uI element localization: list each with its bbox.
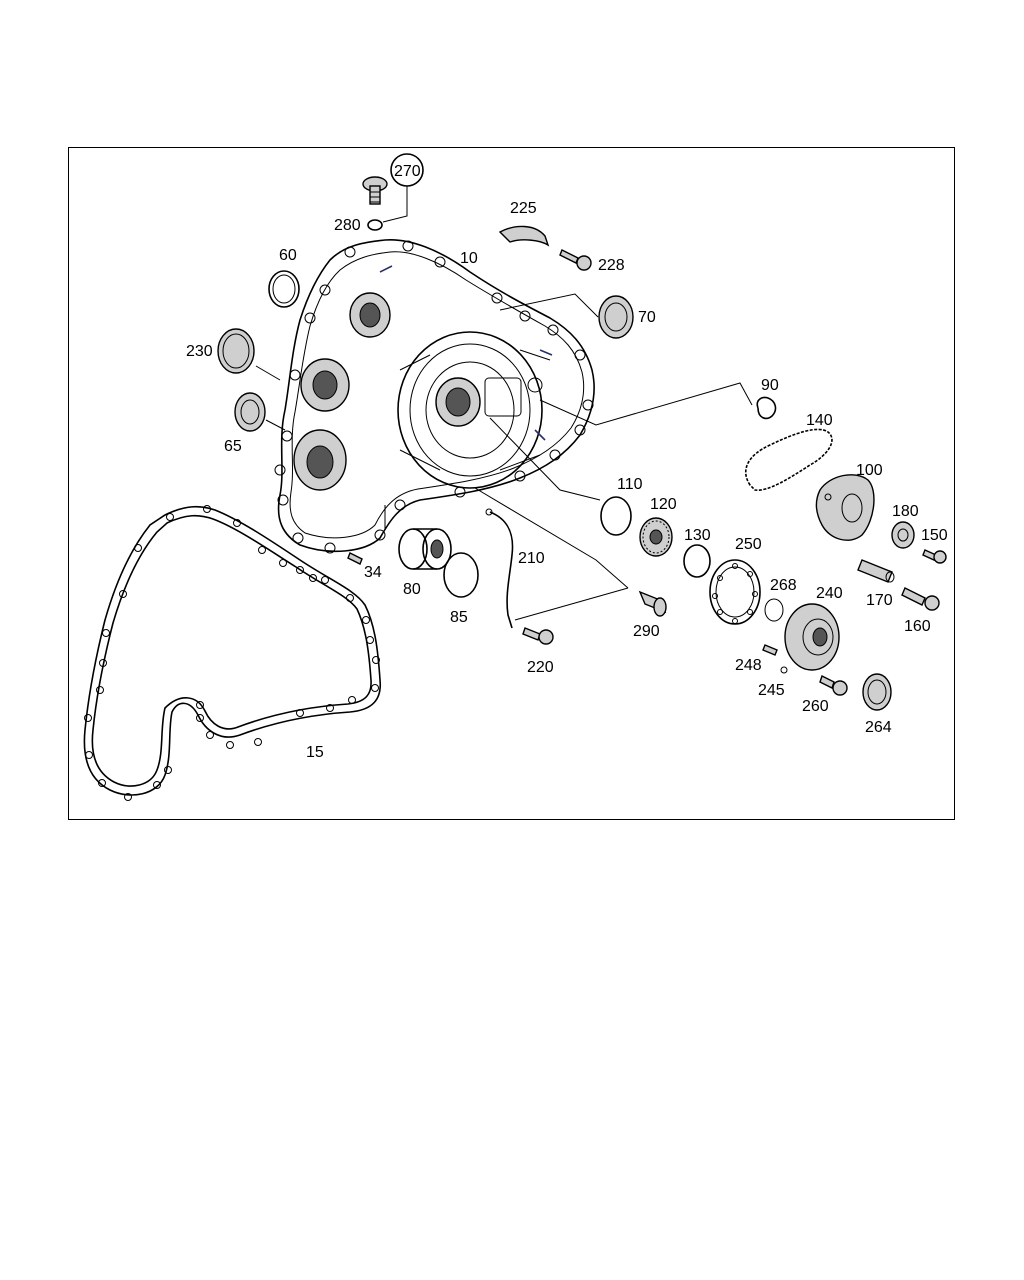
bolt-part-160[interactable] bbox=[901, 587, 940, 611]
seal-part-65[interactable] bbox=[234, 392, 266, 432]
label-180: 180 bbox=[892, 503, 919, 520]
label-250: 250 bbox=[735, 536, 762, 553]
bolt-part-260[interactable] bbox=[819, 675, 848, 696]
o-ring-part-110[interactable] bbox=[600, 496, 632, 536]
pin-part-170[interactable] bbox=[857, 559, 895, 583]
label-248: 248 bbox=[735, 657, 762, 674]
cover-part-240[interactable] bbox=[784, 603, 840, 671]
leader-90 bbox=[539, 382, 753, 426]
label-140: 140 bbox=[806, 412, 833, 429]
dowel-part-34[interactable] bbox=[347, 552, 363, 565]
label-15: 15 bbox=[306, 744, 324, 761]
gasket-part-250[interactable] bbox=[709, 559, 761, 625]
sensor-part-210[interactable] bbox=[485, 508, 514, 629]
label-240: 240 bbox=[816, 585, 843, 602]
bracket-part-225[interactable] bbox=[498, 225, 550, 247]
gasket-bolt-holes bbox=[84, 505, 380, 801]
label-280: 280 bbox=[334, 217, 361, 234]
bolt-part-150[interactable] bbox=[922, 549, 947, 564]
label-160: 160 bbox=[904, 618, 931, 635]
seal-part-70[interactable] bbox=[598, 295, 634, 339]
circlip-part-90[interactable] bbox=[756, 396, 777, 420]
leader-270 bbox=[382, 186, 408, 223]
label-210: 210 bbox=[518, 550, 545, 567]
label-260: 260 bbox=[802, 698, 829, 715]
bush-part-180[interactable] bbox=[891, 521, 915, 549]
cover-part-230[interactable] bbox=[217, 328, 255, 374]
leader-110 bbox=[489, 417, 601, 501]
label-245: 245 bbox=[758, 682, 785, 699]
seal-part-264[interactable] bbox=[862, 673, 892, 711]
pin-part-248[interactable] bbox=[762, 644, 778, 656]
label-290: 290 bbox=[633, 623, 660, 640]
label-10: 10 bbox=[460, 250, 478, 267]
label-170: 170 bbox=[866, 592, 893, 609]
diagram-frame bbox=[68, 147, 955, 820]
label-85: 85 bbox=[450, 609, 468, 626]
bolt-part-220[interactable] bbox=[522, 627, 554, 645]
bearing-part-80[interactable] bbox=[398, 528, 452, 570]
o-ring-part-268[interactable] bbox=[764, 598, 784, 622]
circlip-part-85[interactable] bbox=[443, 552, 479, 598]
washer-part-280[interactable] bbox=[367, 219, 383, 231]
label-228: 228 bbox=[598, 257, 625, 274]
plug-part-290[interactable] bbox=[638, 590, 667, 617]
label-60: 60 bbox=[279, 247, 297, 264]
label-80: 80 bbox=[403, 581, 421, 598]
label-100: 100 bbox=[856, 462, 883, 479]
label-70: 70 bbox=[638, 309, 656, 326]
label-220: 220 bbox=[527, 659, 554, 676]
label-270: 270 bbox=[394, 163, 421, 180]
bearing-part-120[interactable] bbox=[639, 517, 673, 557]
leader-290-a bbox=[474, 487, 629, 589]
transmission-housing-part-10[interactable] bbox=[274, 239, 595, 554]
seal-part-60[interactable] bbox=[268, 270, 300, 308]
label-268: 268 bbox=[770, 577, 797, 594]
label-65: 65 bbox=[224, 438, 242, 455]
leader-230 bbox=[255, 365, 281, 381]
label-225: 225 bbox=[510, 200, 537, 217]
bolt-part-270[interactable] bbox=[362, 176, 388, 205]
label-90: 90 bbox=[761, 377, 779, 394]
label-34: 34 bbox=[364, 564, 382, 581]
label-130: 130 bbox=[684, 527, 711, 544]
leader-70 bbox=[499, 293, 599, 318]
label-120: 120 bbox=[650, 496, 677, 513]
label-230: 230 bbox=[186, 343, 213, 360]
pump-part-100[interactable] bbox=[815, 474, 875, 541]
ball-part-245[interactable] bbox=[780, 666, 788, 674]
chain-part-140[interactable] bbox=[745, 428, 833, 491]
bolt-part-228[interactable] bbox=[559, 249, 592, 271]
label-264: 264 bbox=[865, 719, 892, 736]
housing-bolt-bosses bbox=[274, 240, 594, 554]
label-150: 150 bbox=[921, 527, 948, 544]
label-110: 110 bbox=[617, 476, 643, 493]
leader-290-b bbox=[514, 587, 629, 621]
o-ring-part-130[interactable] bbox=[683, 544, 711, 578]
leader-65 bbox=[265, 419, 286, 431]
gasket-part-15[interactable] bbox=[83, 505, 381, 801]
